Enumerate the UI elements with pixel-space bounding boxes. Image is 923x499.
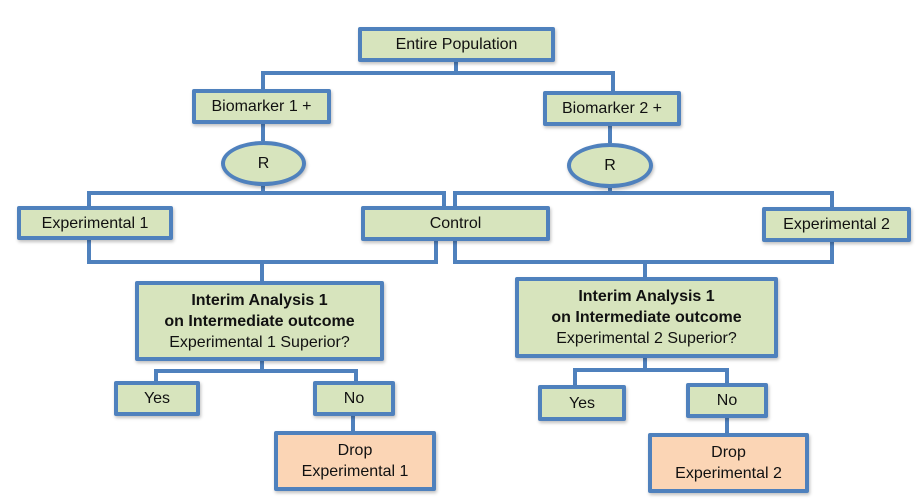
drop-experimental-1-node: Drop Experimental 1: [274, 431, 436, 491]
connector-r2-to-arms: [453, 187, 834, 207]
interim-2-title: Interim Analysis 1: [578, 288, 715, 305]
drop-1-line1: Drop: [337, 442, 373, 459]
drop-experimental-2-node: Drop Experimental 2: [648, 433, 809, 493]
control-node: Control: [361, 206, 550, 241]
interim-1-subtitle: on Intermediate outcome: [164, 312, 355, 330]
connector-interim2-to-decisions: [573, 357, 729, 387]
randomize-2-label: R: [604, 156, 616, 174]
connector-interim1-to-decisions: [154, 360, 358, 382]
no-2-label: No: [716, 392, 738, 409]
experimental-2-node: Experimental 2: [762, 207, 911, 242]
drop-2-line2: Experimental 2: [675, 465, 782, 482]
connector-r1-to-arms: [87, 185, 446, 206]
interim-1-title: Interim Analysis 1: [191, 291, 328, 309]
yes-2-label: Yes: [568, 394, 596, 412]
connector-arms1-to-interim: [87, 239, 438, 281]
biomarker-1-label: Biomarker 1 +: [211, 98, 312, 115]
interim-2-subtitle: on Intermediate outcome: [551, 309, 742, 326]
drop-2-line1: Drop: [711, 444, 746, 461]
experimental-1-node: Experimental 1: [17, 206, 173, 240]
control-label: Control: [429, 215, 482, 232]
biomarker-1-node: Biomarker 1 +: [192, 89, 331, 124]
entire-population-node: Entire Population: [358, 27, 555, 62]
biomarker-2-node: Biomarker 2 +: [543, 91, 681, 126]
entire-population-label: Entire Population: [395, 36, 518, 53]
experimental-1-label: Experimental 1: [41, 214, 149, 232]
no-1-node: No: [313, 381, 395, 416]
interim-2-question: Experimental 2 Superior?: [556, 330, 737, 347]
connector-root-to-biomarkers: [261, 61, 615, 91]
randomize-1-node: R: [221, 141, 306, 186]
randomize-1-label: R: [257, 154, 270, 172]
interim-analysis-1-node: Interim Analysis 1 on Intermediate outco…: [135, 281, 384, 361]
biomarker-2-label: Biomarker 2 +: [561, 100, 663, 117]
drop-1-line2: Experimental 1: [301, 463, 409, 480]
no-2-node: No: [686, 383, 768, 418]
randomize-2-node: R: [567, 143, 653, 188]
interim-1-question: Experimental 1 Superior?: [169, 333, 350, 351]
no-1-label: No: [343, 390, 365, 407]
yes-1-node: Yes: [114, 381, 200, 416]
interim-analysis-2-node: Interim Analysis 1 on Intermediate outco…: [515, 277, 778, 358]
yes-2-node: Yes: [538, 385, 626, 421]
connector-arms2-to-interim: [453, 241, 834, 277]
experimental-2-label: Experimental 2: [783, 216, 890, 233]
yes-1-label: Yes: [143, 390, 171, 407]
